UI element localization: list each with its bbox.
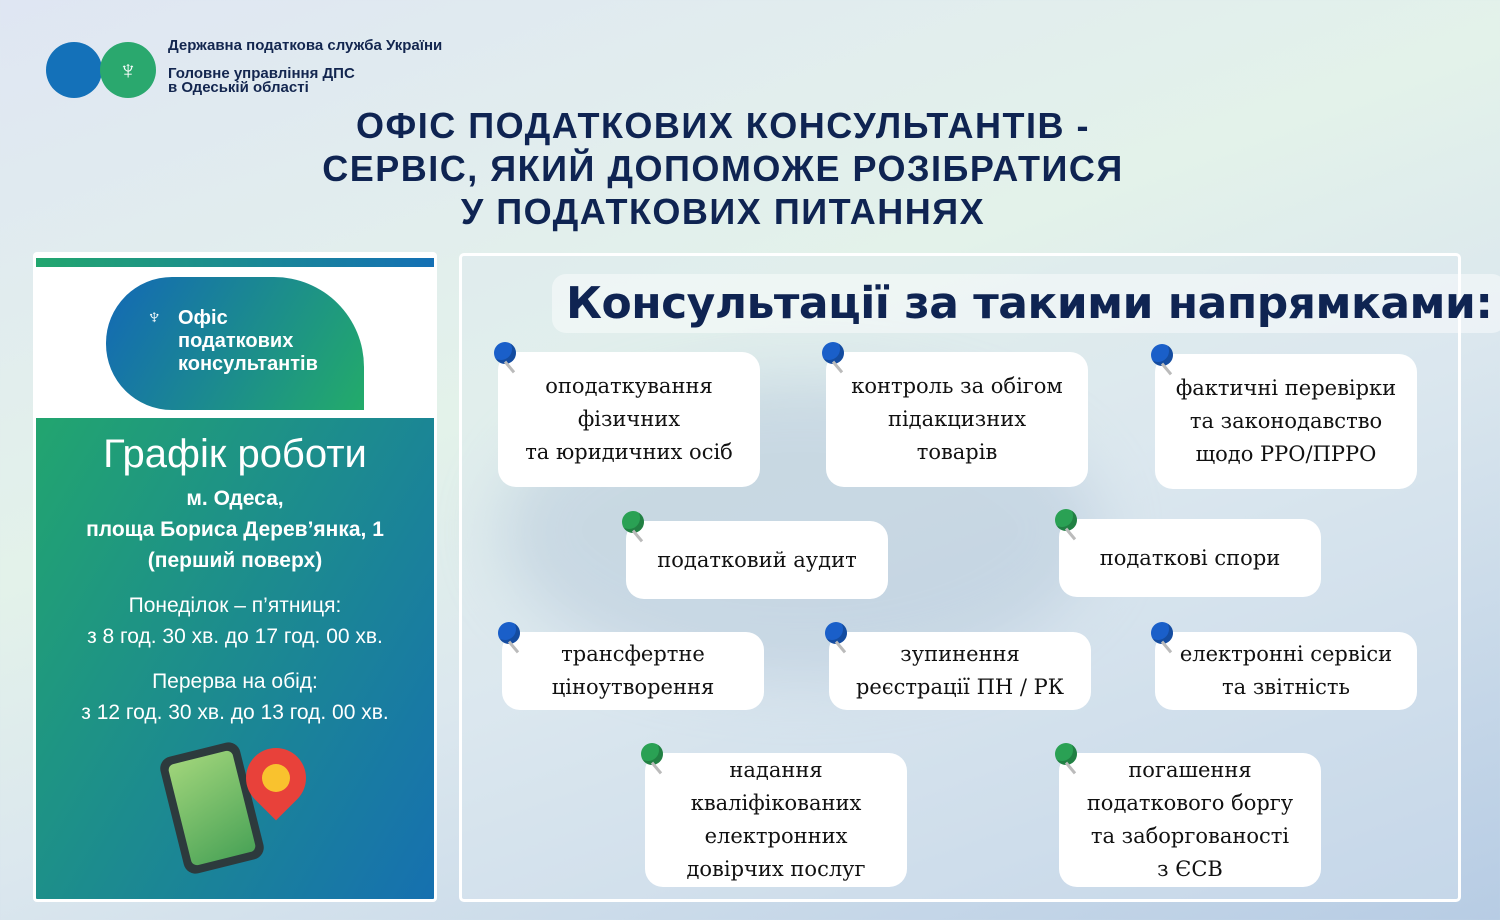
org-name: Державна податкова служба України — [168, 37, 443, 54]
topic-card: контроль за обігом підакцизних товарів — [822, 342, 1088, 487]
topic-text: податковий аудит — [657, 547, 857, 572]
topic-card: надання кваліфікованих електронних довірчих… — [641, 743, 907, 887]
topic-text: з ЄСВ — [1157, 857, 1223, 881]
topic-text: податкові спори — [1099, 545, 1281, 570]
logo-text: консультантів — [178, 353, 318, 375]
topic-text: та юридичних осіб — [525, 440, 733, 464]
topic-card: зупинення реєстрації ПН / РК — [825, 622, 1091, 710]
topic-text: підакцизних — [887, 407, 1027, 431]
topic-card: податковий аудит — [622, 511, 888, 599]
pushpin-icon — [825, 622, 847, 644]
pushpin-icon — [1151, 344, 1173, 366]
pushpin-icon — [822, 342, 844, 364]
pushpin-icon — [498, 622, 520, 644]
title-line: СЕРВІС, ЯКИЙ ДОПОМОЖЕ РОЗІБРАТИСЯ — [322, 148, 1124, 189]
topic-text: та законодавство — [1189, 409, 1383, 433]
topic-text: товарів — [916, 440, 998, 464]
working-hours: з 8 год. 30 хв. до 17 год. 00 хв. — [87, 625, 383, 648]
trident-icon: ♆ — [100, 42, 156, 98]
topic-text: зупинення — [900, 642, 1020, 666]
topic-text: трансфертне — [561, 642, 705, 666]
pushpin-icon — [622, 511, 644, 533]
address-line: м. Одеса, — [186, 487, 284, 510]
topic-card: трансфертне ціноутворення — [498, 622, 764, 710]
dps-header: ♆ Державна податкова служба України Голо… — [46, 37, 443, 98]
title-line: У ПОДАТКОВИХ ПИТАННЯХ — [460, 191, 986, 232]
logo-text: Офіс — [178, 307, 228, 329]
weekdays-label: Понеділок – п’ятниця: — [128, 594, 342, 617]
topic-text: оподаткування — [545, 374, 713, 398]
topic-text: та звітність — [1222, 675, 1350, 699]
dept-line1: Головне управління ДПС — [168, 65, 355, 82]
topic-card: погашення податкового боргу та заборговано… — [1055, 743, 1321, 887]
schedule-panel: ♆ Офіс податкових консультантів Графік р… — [33, 252, 437, 902]
dept-line2: в Одеській області — [168, 79, 309, 96]
schedule-block: Графік роботи м. Одеса, площа Бориса Дер… — [36, 418, 434, 899]
pushpin-icon — [641, 743, 663, 765]
address-line: площа Бориса Дерев’янка, 1 — [86, 518, 384, 541]
topic-text: фізичних — [577, 407, 681, 431]
title-line: ОФІС ПОДАТКОВИХ КОНСУЛЬТАНТІВ - — [355, 105, 1091, 146]
pushpin-icon — [494, 342, 516, 364]
pushpin-icon — [1151, 622, 1173, 644]
topic-card: оподаткування фізичних та юридичних осіб — [494, 342, 760, 487]
logo-text: податкових — [178, 330, 294, 352]
lunch-label: Перерва на обід: — [152, 670, 318, 693]
logo-blue-circle — [46, 42, 102, 98]
topic-text: щодо РРО/ПРРО — [1195, 442, 1377, 466]
schedule-title: Графік роботи — [103, 432, 367, 476]
address-line: (перший поверх) — [147, 549, 323, 572]
topic-text: фактичні перевірки — [1175, 376, 1397, 400]
topic-text: електронні сервіси — [1179, 642, 1393, 666]
lunch-hours: з 12 год. 30 хв. до 13 год. 00 хв. — [81, 701, 389, 724]
topic-text: податкового боргу — [1086, 791, 1294, 815]
topic-text: довірчих послуг — [686, 857, 866, 881]
topic-text: електронних — [704, 824, 848, 848]
pushpin-icon — [1055, 509, 1077, 531]
topic-text: погашення — [1128, 758, 1252, 782]
office-logo: ♆ Офіс податкових консультантів — [106, 277, 364, 410]
topic-card: електронні сервіси та звітність — [1151, 622, 1417, 710]
topic-text: та заборгованості — [1090, 824, 1290, 848]
address: м. Одеса, площа Бориса Дерев’янка, 1 (пе… — [36, 483, 434, 576]
trident-icon: ♆ — [146, 304, 163, 329]
page-title: ОФІС ПОДАТКОВИХ КОНСУЛЬТАНТІВ - СЕРВІС, … — [0, 104, 1446, 233]
topic-text: ціноутворення — [551, 675, 715, 699]
topic-text: надання — [729, 758, 823, 782]
topic-text: контроль за обігом — [851, 374, 1063, 398]
topic-card: податкові спори — [1055, 509, 1321, 597]
topic-text: реєстрації ПН / РК — [855, 675, 1065, 699]
topic-card: фактичні перевірки та законодавство щодо Р… — [1151, 344, 1417, 489]
topic-text: кваліфікованих — [690, 791, 862, 815]
gradient-stripe — [36, 258, 434, 267]
pushpin-icon — [1055, 743, 1077, 765]
consultations-title: Консультації за такими напрямками: — [552, 274, 1500, 333]
